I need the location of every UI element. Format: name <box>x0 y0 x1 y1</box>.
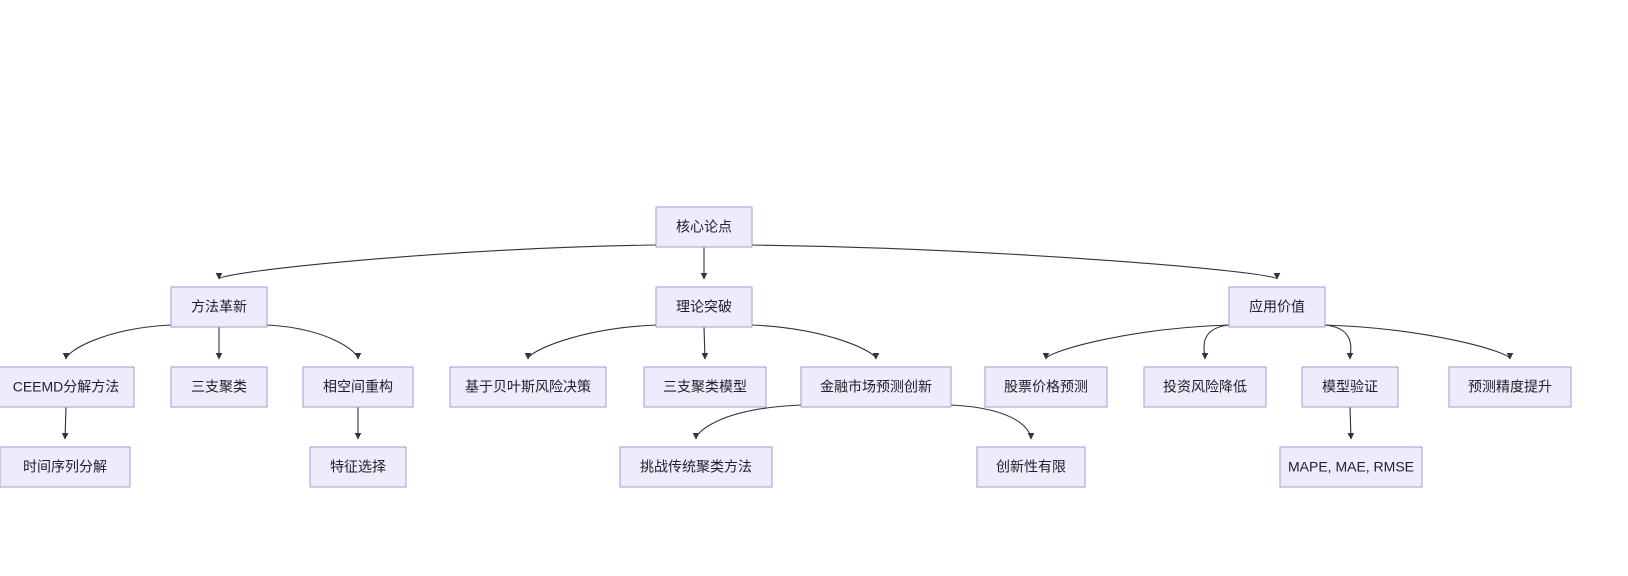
edge-l1a-to-l2a3 <box>266 324 362 360</box>
node-l2c1[interactable]: 股票价格预测 <box>984 366 1108 408</box>
node-box-root[interactable] <box>655 206 753 248</box>
node-box-l3b1[interactable] <box>619 446 773 488</box>
node-box-l3c1[interactable] <box>1279 446 1423 488</box>
node-label-l2b3: 金融市场预测创新 <box>820 379 932 395</box>
edge-l1a-to-l2a1 <box>62 324 172 360</box>
edge-l2b3-to-l3b2 <box>950 404 1035 440</box>
node-label-l2b1: 基于贝叶斯风险决策 <box>465 379 591 395</box>
node-l2b3[interactable]: 金融市场预测创新 <box>800 366 952 408</box>
node-box-l2a2[interactable] <box>170 366 268 408</box>
node-label-l2b2: 三支聚类模型 <box>663 379 747 395</box>
node-label-root: 核心论点 <box>676 219 732 235</box>
node-label-l2a2: 三支聚类 <box>191 379 247 395</box>
node-label-l3c1: MAPE, MAE, RMSE <box>1288 459 1414 475</box>
edge-l2c3-to-l3c1 <box>1347 406 1355 440</box>
node-label-l3b1: 挑战传统聚类方法 <box>640 459 752 475</box>
node-box-l3a3[interactable] <box>309 446 407 488</box>
node-box-l2b2[interactable] <box>643 366 767 408</box>
node-box-l2b1[interactable] <box>449 366 607 408</box>
node-box-l2c3[interactable] <box>1301 366 1399 408</box>
node-box-l2a3[interactable] <box>302 366 414 408</box>
node-l3c1[interactable]: MAPE, MAE, RMSE <box>1279 446 1423 488</box>
node-label-l3a1: 时间序列分解 <box>23 459 107 475</box>
node-label-l2c4: 预测精度提升 <box>1468 379 1552 395</box>
node-l1c[interactable]: 应用价值 <box>1228 286 1326 328</box>
node-label-l3b2: 创新性有限 <box>996 459 1066 475</box>
edge-l1b-to-l2b1 <box>524 324 657 360</box>
edge-root-to-l1a <box>215 244 657 280</box>
edge-l1c-to-l2c2 <box>1201 324 1230 360</box>
node-l2a3[interactable]: 相空间重构 <box>302 366 414 408</box>
node-box-l3b2[interactable] <box>976 446 1086 488</box>
edge-l1b-to-l2b2 <box>701 326 709 360</box>
node-l3a1[interactable]: 时间序列分解 <box>0 446 131 488</box>
node-label-l2c3: 模型验证 <box>1322 379 1378 395</box>
edges-layer <box>61 244 1514 440</box>
node-box-l3a1[interactable] <box>0 446 131 488</box>
node-box-l2c2[interactable] <box>1143 366 1267 408</box>
node-l2c4[interactable]: 预测精度提升 <box>1448 366 1572 408</box>
edge-l1b-to-l2b3 <box>751 324 880 360</box>
edge-root-to-l1c <box>751 244 1281 280</box>
node-l2b1[interactable]: 基于贝叶斯风险决策 <box>449 366 607 408</box>
node-box-l1a[interactable] <box>170 286 268 328</box>
node-l2c3[interactable]: 模型验证 <box>1301 366 1399 408</box>
node-label-l1a: 方法革新 <box>191 299 247 315</box>
node-l1b[interactable]: 理论突破 <box>655 286 753 328</box>
node-box-l2c4[interactable] <box>1448 366 1572 408</box>
node-label-l3a3: 特征选择 <box>330 459 386 475</box>
node-root[interactable]: 核心论点 <box>655 206 753 248</box>
node-l2a1[interactable]: CEEMD分解方法 <box>0 366 135 408</box>
edge-l1c-to-l2c4 <box>1324 324 1514 360</box>
node-box-l2b3[interactable] <box>800 366 952 408</box>
edge-l2b3-to-l3b1 <box>692 404 802 440</box>
node-l3b1[interactable]: 挑战传统聚类方法 <box>619 446 773 488</box>
node-l3a3[interactable]: 特征选择 <box>309 446 407 488</box>
node-label-l1b: 理论突破 <box>676 299 732 315</box>
node-box-l2c1[interactable] <box>984 366 1108 408</box>
node-label-l2a1: CEEMD分解方法 <box>13 379 120 395</box>
node-l3b2[interactable]: 创新性有限 <box>976 446 1086 488</box>
node-label-l2c2: 投资风险降低 <box>1163 379 1247 395</box>
node-l2c2[interactable]: 投资风险降低 <box>1143 366 1267 408</box>
node-l2b2[interactable]: 三支聚类模型 <box>643 366 767 408</box>
node-box-l1b[interactable] <box>655 286 753 328</box>
node-label-l2a3: 相空间重构 <box>323 379 393 395</box>
node-l1a[interactable]: 方法革新 <box>170 286 268 328</box>
node-label-l1c: 应用价值 <box>1249 299 1305 315</box>
node-box-l2a1[interactable] <box>0 366 135 408</box>
edge-l2a1-to-l3a1 <box>61 406 69 440</box>
edge-l1c-to-l2c1 <box>1042 324 1230 360</box>
edge-l1c-to-l2c3 <box>1324 324 1354 360</box>
node-label-l2c1: 股票价格预测 <box>1004 379 1088 395</box>
node-box-l1c[interactable] <box>1228 286 1326 328</box>
node-l2a2[interactable]: 三支聚类 <box>170 366 268 408</box>
